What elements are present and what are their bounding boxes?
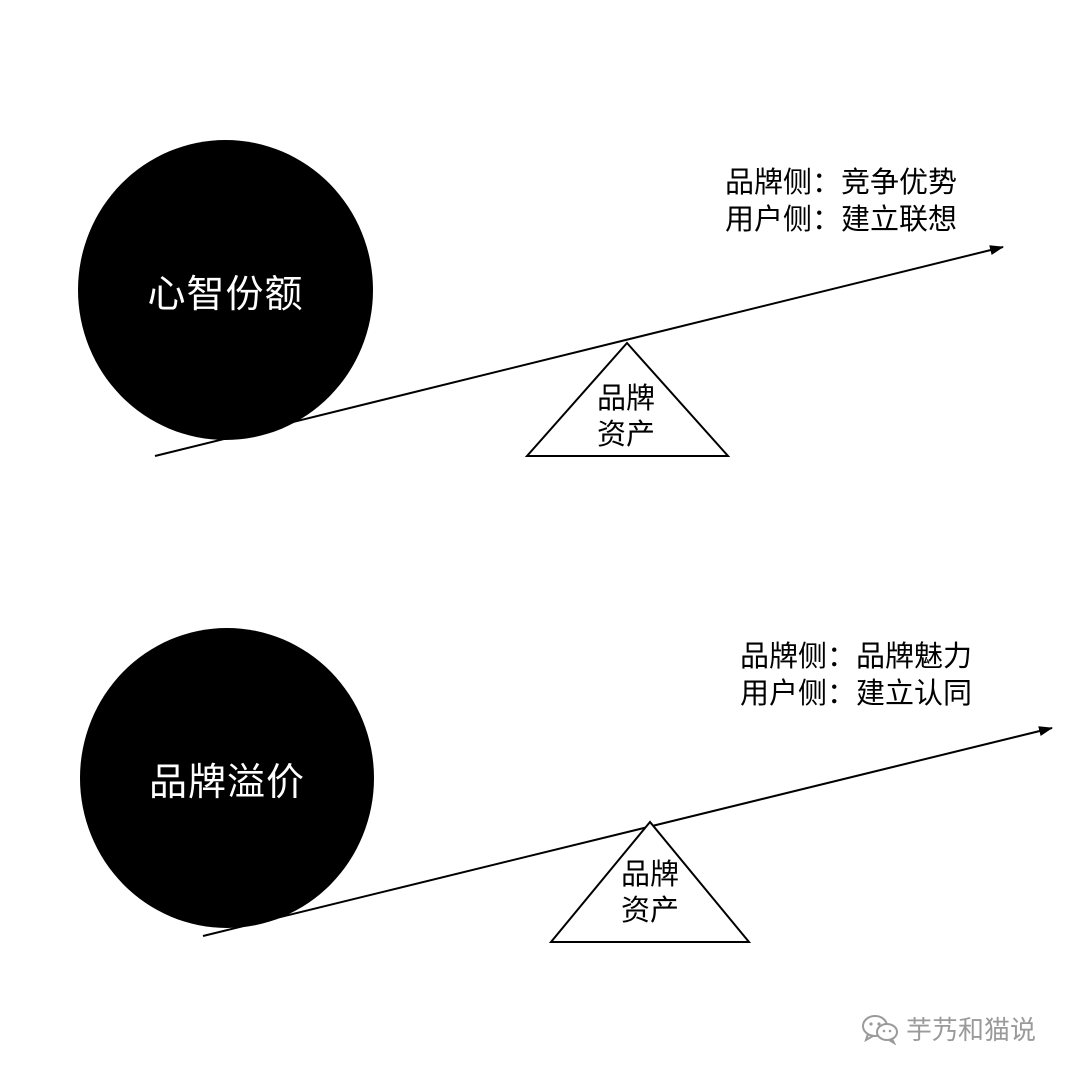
bottom-fulcrum-label: 品牌 资产	[617, 856, 683, 928]
watermark: 芋艿和猫说	[860, 1010, 1036, 1047]
bottom-fulcrum-label-line2: 资产	[620, 893, 679, 927]
top-fulcrum-label-line2: 资产	[596, 417, 655, 451]
bottom-side-note: 品牌侧：品牌魅力 用户侧：建立认同	[740, 638, 972, 712]
bottom-note-user-side: 用户侧：建立认同	[740, 676, 973, 710]
bottom-lever-arrow	[202, 726, 1053, 937]
bottom-fulcrum-triangle	[548, 820, 752, 943]
top-ball-label: 心智份额	[147, 271, 304, 316]
top-fulcrum-label: 品牌 资产	[593, 380, 659, 452]
bottom-fulcrum-label-line1: 品牌	[620, 857, 679, 891]
top-ball: 心智份额	[78, 140, 373, 440]
bottom-note-brand-side: 品牌侧：品牌魅力	[740, 639, 973, 673]
top-note-brand-side: 品牌侧：竞争优势	[725, 165, 958, 199]
bottom-ball-label: 品牌溢价	[148, 759, 305, 804]
top-side-note: 品牌侧：竞争优势 用户侧：建立联想	[725, 164, 957, 238]
top-fulcrum-triangle	[524, 341, 731, 457]
bottom-ball: 品牌溢价	[80, 628, 374, 928]
top-fulcrum-label-line1: 品牌	[596, 381, 655, 415]
watermark-text: 芋艿和猫说	[906, 1016, 1037, 1046]
wechat-icon	[862, 1014, 898, 1045]
top-note-user-side: 用户侧：建立联想	[725, 202, 958, 236]
